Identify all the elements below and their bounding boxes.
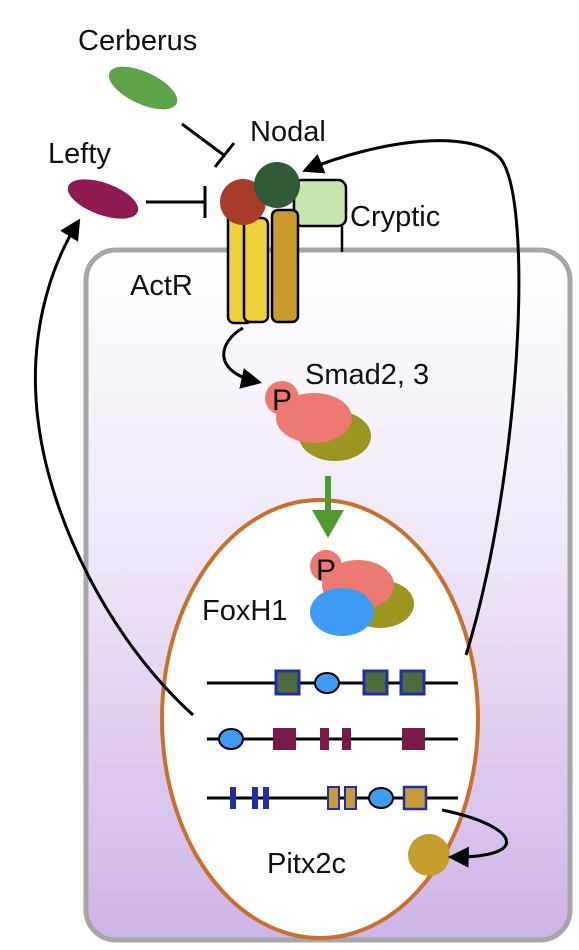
- cerberus-protein: [108, 66, 178, 110]
- gene-lefty: [207, 728, 458, 750]
- gene-nodal: [207, 669, 458, 696]
- actr-subunit-2: [242, 216, 270, 324]
- pitx2c-label: Pitx2c: [267, 848, 346, 880]
- cerberus-inhibition-line: [181, 122, 226, 158]
- cerberus-inhibition-bar: [213, 142, 236, 168]
- actr-subunit-3: [270, 208, 300, 324]
- foxh1-protein: [310, 588, 374, 636]
- lefty-protein: [67, 179, 139, 219]
- cryptic-protein: [292, 178, 348, 228]
- nodal-ligand-green: [254, 162, 300, 208]
- nodal-feedback-arrow: [302, 139, 521, 656]
- foxh1-label: FoxH1: [202, 595, 287, 627]
- nodal-ligand-red: [220, 179, 266, 225]
- receptor-to-smad-arrow: [222, 326, 263, 389]
- actr-label: ActR: [130, 270, 193, 302]
- lefty-label: Lefty: [48, 138, 111, 170]
- cryptic-label: Cryptic: [350, 201, 440, 233]
- nuclear-phospho-group: [310, 550, 342, 582]
- smad-phospho-label: P: [272, 384, 292, 417]
- gene-pitx2c: [207, 785, 458, 811]
- pitx2c-protein: [408, 834, 450, 876]
- nuclear-import-arrow-head: [312, 510, 344, 538]
- nuclear-phospho-label: P: [316, 554, 336, 587]
- pitx2c-expression-arrow: [441, 808, 508, 868]
- cerberus-label: Cerberus: [78, 25, 197, 57]
- smad-phospho-group: [265, 381, 299, 415]
- smad-label: Smad2, 3: [305, 359, 429, 391]
- lefty-feedback-arrow: [33, 218, 195, 717]
- nodal-label: Nodal: [250, 116, 326, 148]
